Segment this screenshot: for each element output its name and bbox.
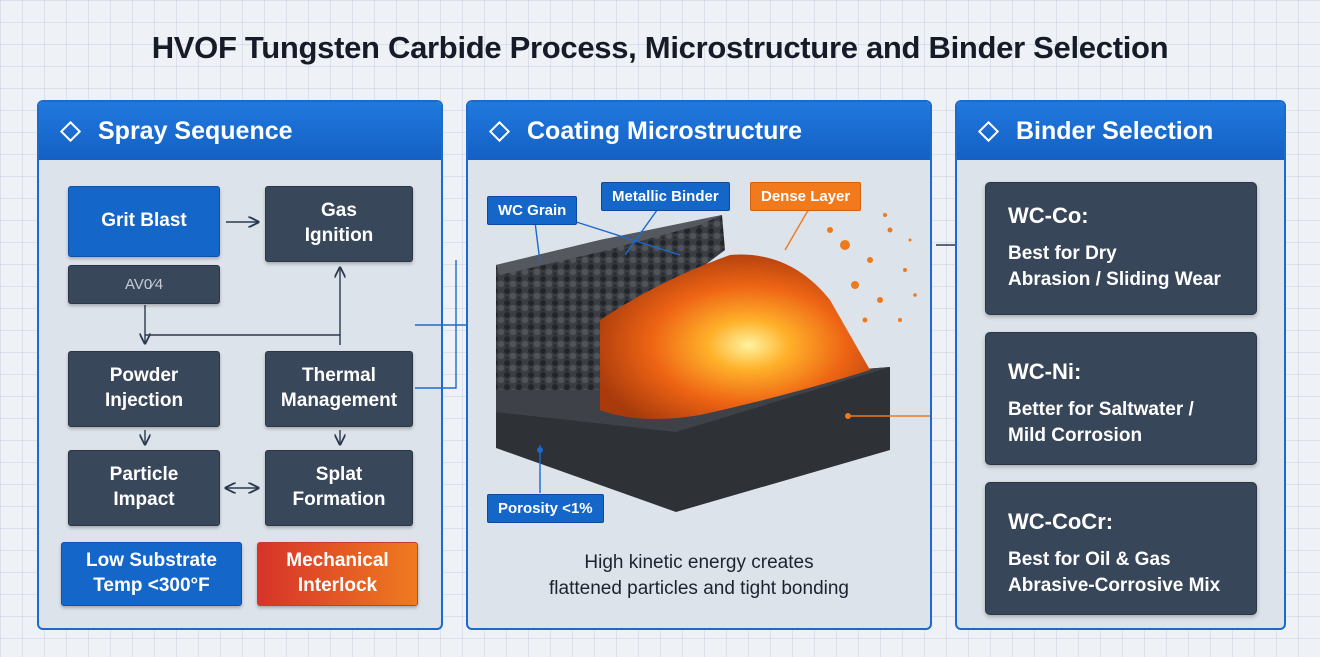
binder-selection-header: Binder Selection — [957, 102, 1284, 160]
binder-description: Best for Dry Abrasion / Sliding Wear — [1008, 243, 1221, 290]
avo-step: AV0⁄4 — [68, 265, 220, 304]
dense-layer-label: Dense Layer — [750, 182, 862, 211]
molten-particles — [600, 254, 870, 419]
wc-grain-label: WC Grain — [487, 196, 578, 225]
binder-name: WC-CoCr: — [1008, 509, 1114, 534]
binder-card-wc-cocr: WC-CoCr: Best for Oil & Gas Abrasive-Cor… — [985, 482, 1257, 615]
binder-name: WC-Co: — [1008, 203, 1089, 228]
spray-sequence-header: Spray Sequence — [39, 102, 441, 160]
diamond-icon — [977, 120, 1000, 142]
microstructure-heading: Coating Microstructure — [527, 116, 803, 145]
grit-blast-step: Grit Blast — [68, 186, 220, 257]
spray-particles — [827, 213, 917, 323]
page-title: HVOF Tungsten Carbide Process, Microstru… — [151, 30, 1169, 65]
gas-ignition-step: Gas Ignition — [265, 186, 413, 262]
binder-card-wc-ni: WC-Ni: Better for Saltwater / Mild Corro… — [985, 332, 1257, 465]
binder-selection-heading: Binder Selection — [1016, 116, 1214, 145]
spray-sequence-heading: Spray Sequence — [98, 116, 293, 145]
mechanical-interlock-callout: Mechanical Interlock — [257, 542, 418, 606]
powder-injection-step: Powder Injection — [68, 351, 220, 427]
microstructure-header: Coating Microstructure — [468, 102, 930, 160]
low-substrate-temp-callout: Low Substrate Temp <300°F — [61, 542, 242, 606]
binder-card-wc-co: WC-Co: Best for Dry Abrasion / Sliding W… — [985, 182, 1257, 315]
binder-description: Best for Oil & Gas Abrasive-Corrosive Mi… — [1008, 549, 1221, 596]
thermal-management-step: Thermal Management — [265, 351, 413, 427]
binder-description: Better for Saltwater / Mild Corrosion — [1008, 399, 1194, 446]
microstructure-caption: High kinetic energy creates flattened pa… — [549, 552, 849, 599]
metallic-binder-label: Metallic Binder — [601, 182, 730, 211]
splat-formation-step: Splat Formation — [265, 450, 413, 526]
porosity-label: Porosity <1% — [487, 494, 604, 523]
binder-name: WC-Ni: — [1008, 359, 1082, 384]
particle-impact-step: Particle Impact — [68, 450, 220, 526]
